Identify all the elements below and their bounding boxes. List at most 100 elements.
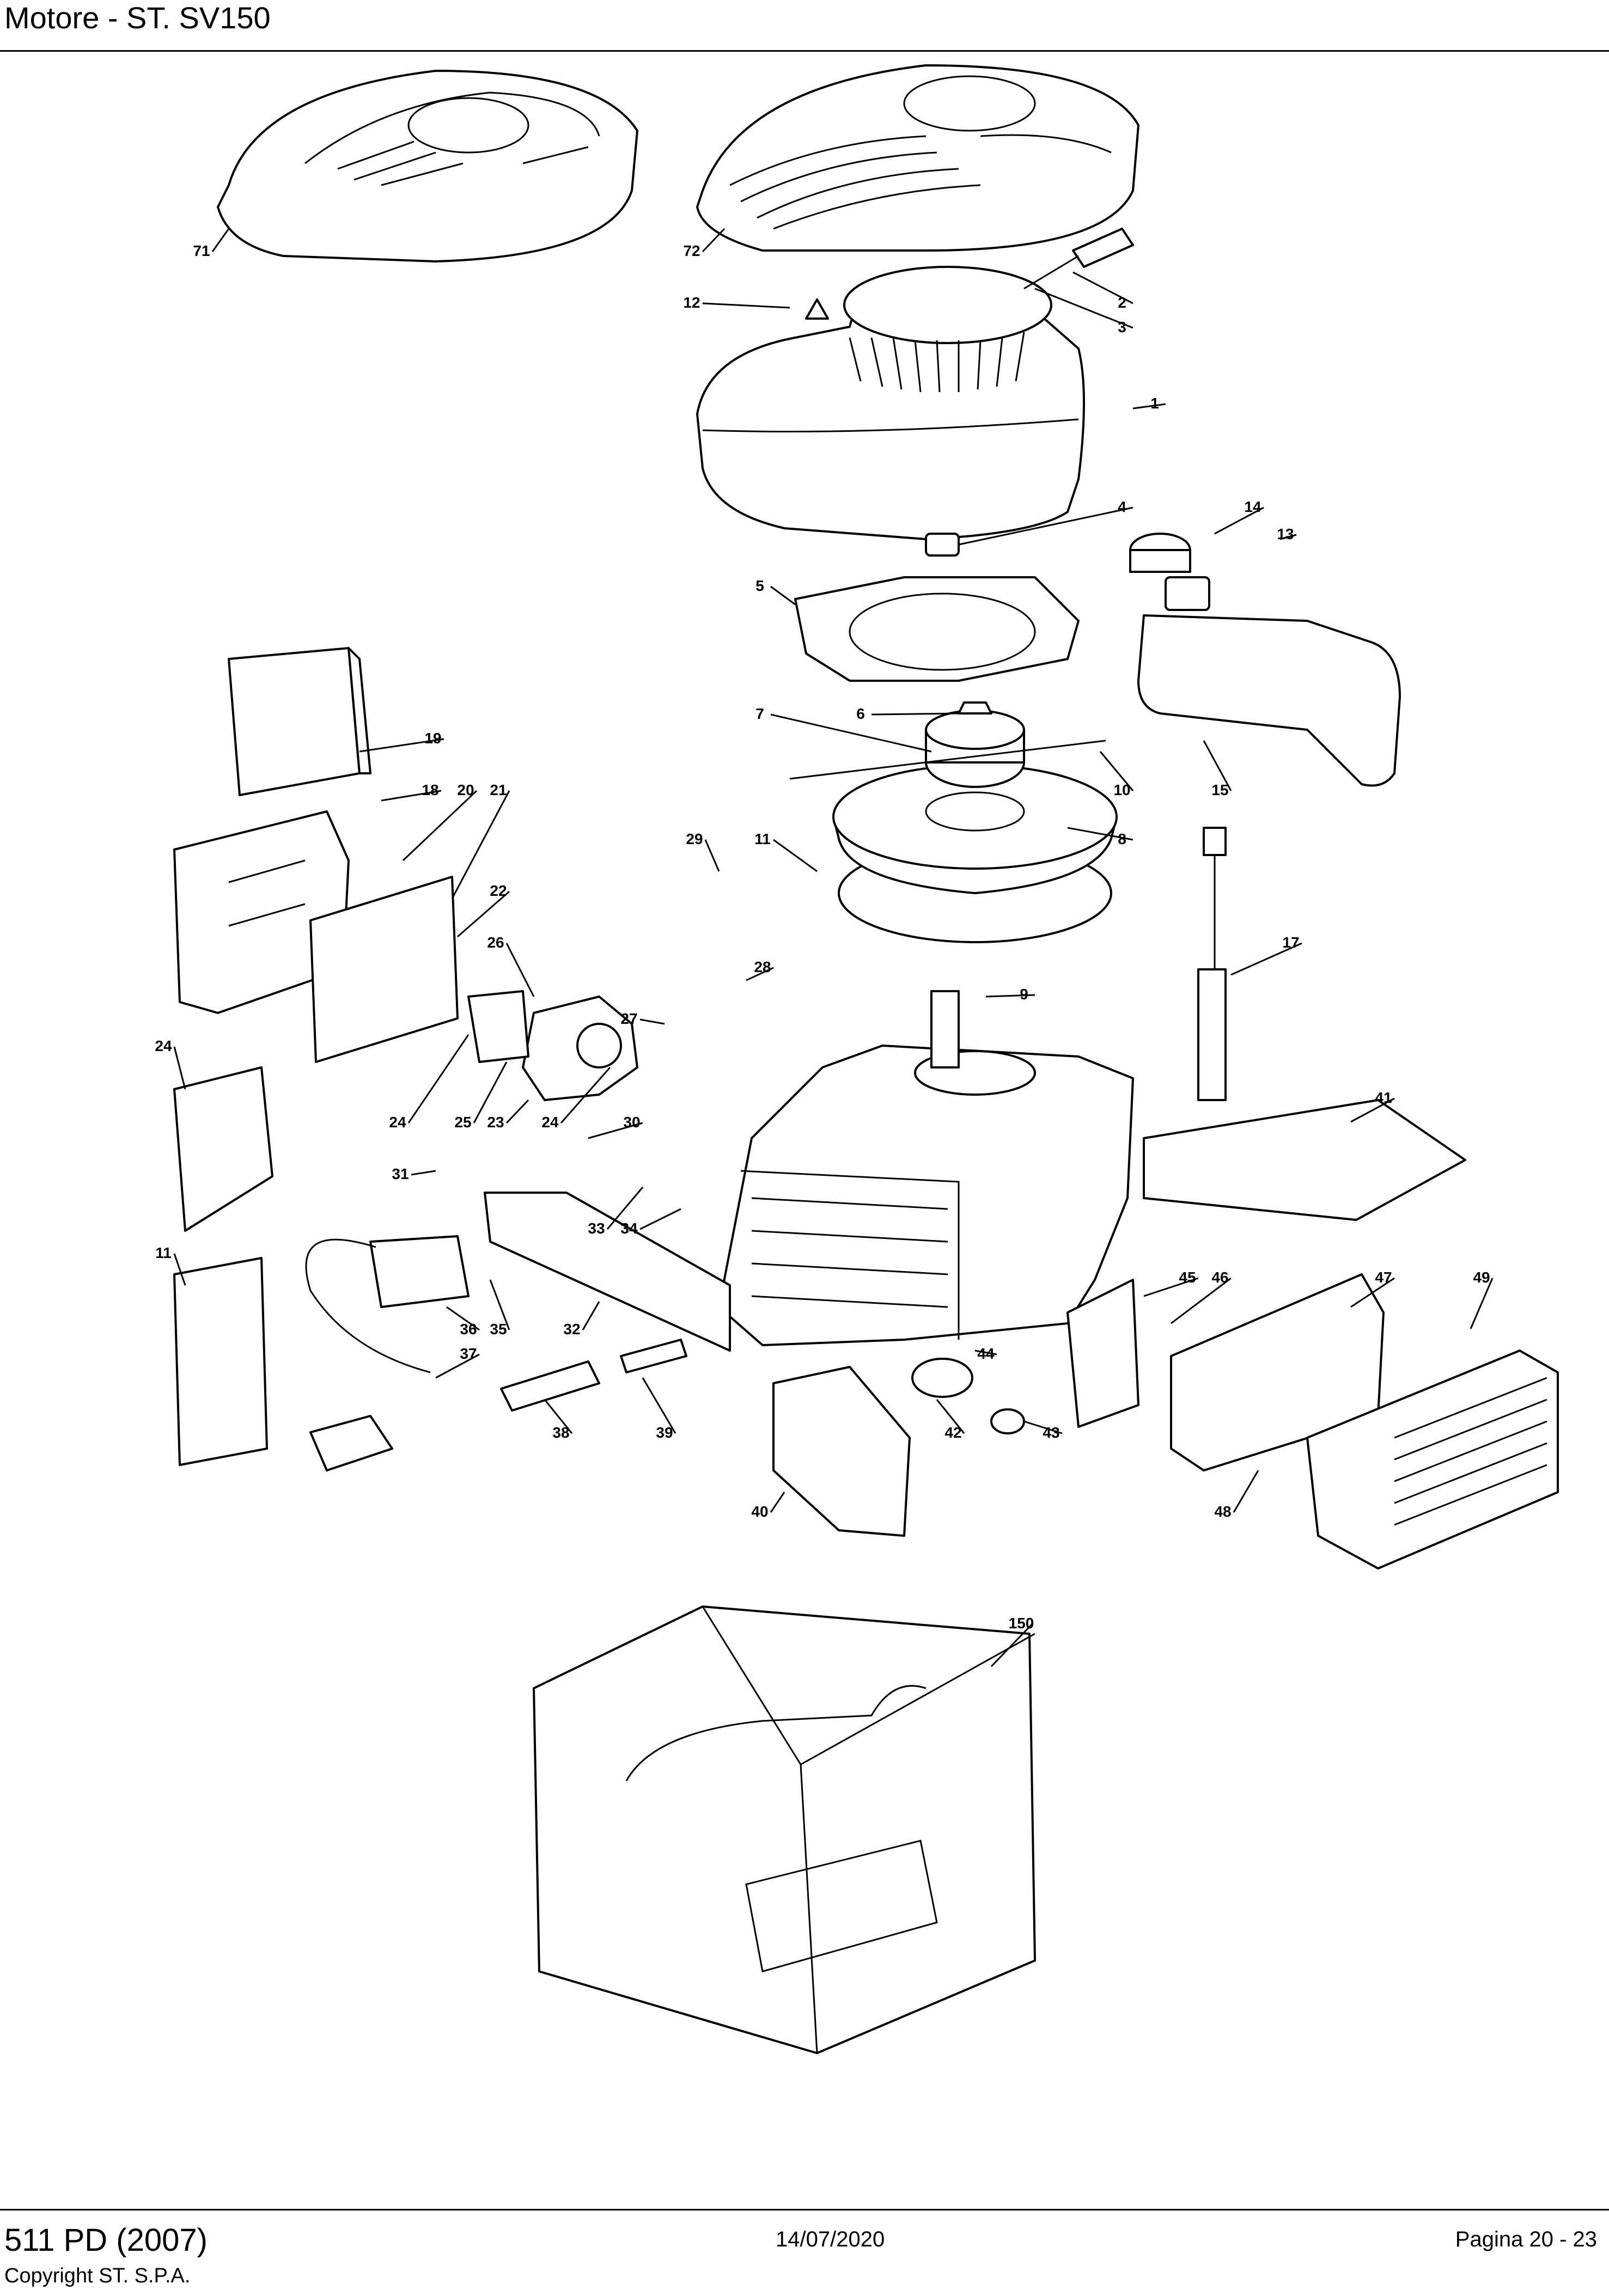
- callout-label: 30: [623, 1114, 640, 1131]
- callout-label: 21: [490, 781, 507, 798]
- callout-leader: [773, 839, 818, 872]
- footer-model: 511 PD (2007): [4, 2222, 208, 2258]
- callout-label: 34: [620, 1220, 638, 1237]
- callout-leader: [457, 890, 510, 938]
- callout-label: 38: [552, 1424, 569, 1441]
- callout-leader: [1230, 942, 1302, 976]
- callout-label: 7: [755, 705, 764, 722]
- part-blower-housing-1: [696, 228, 1134, 540]
- callout-label: 15: [1211, 781, 1228, 798]
- callout-label: 36: [460, 1321, 477, 1338]
- callout-leader: [582, 1301, 600, 1330]
- callout-label: 9: [1020, 986, 1028, 1003]
- footer-date: 14/07/2020: [776, 2227, 885, 2251]
- callout-leader: [746, 967, 774, 981]
- callout-leader: [1233, 1470, 1259, 1513]
- callout-leader: [702, 228, 726, 253]
- callout-leader: [958, 506, 1133, 546]
- callout-label: 49: [1473, 1269, 1490, 1286]
- callout-label: 3: [1118, 319, 1126, 335]
- callout-leader: [702, 302, 790, 309]
- callout-leader: [473, 1061, 508, 1123]
- part-head-gasket-40: [772, 1366, 911, 1537]
- callout-leader: [1072, 271, 1133, 304]
- part-drain-plug-43: [990, 1408, 1025, 1434]
- callout-leader: [489, 1279, 510, 1330]
- part-shroud-cover-72: [696, 64, 1139, 252]
- callout-label: 6: [856, 705, 865, 722]
- callout-leader: [770, 1492, 785, 1513]
- callout-leader: [1143, 1277, 1199, 1297]
- part-rod-10: [789, 740, 1106, 780]
- footer-copyright: Copyright ST. S.P.A.: [4, 2264, 191, 2287]
- callout-label: 24: [155, 1037, 172, 1054]
- callout-label: 4: [1118, 498, 1126, 515]
- part-bolt-39: [620, 1339, 687, 1373]
- callout-leader: [451, 790, 510, 899]
- callout-leader: [642, 1377, 676, 1434]
- callout-label: 35: [490, 1321, 507, 1338]
- callout-label: 32: [563, 1321, 580, 1338]
- callout-label: 19: [424, 730, 441, 747]
- part-gasket-41: [1143, 1099, 1466, 1221]
- callout-label: 17: [1282, 934, 1299, 951]
- callout-leader: [411, 1170, 436, 1176]
- callout-label: 28: [754, 958, 771, 975]
- part-ignition-coil-35: [305, 1235, 470, 1471]
- callout-leader: [544, 1399, 573, 1434]
- part-shroud-cover-71: [217, 70, 638, 262]
- callout-leader: [974, 1349, 997, 1355]
- callout-leader: [173, 1046, 186, 1090]
- callout-label: 11: [754, 831, 771, 847]
- callout-leader: [1023, 1420, 1063, 1434]
- callout-leader: [936, 1399, 965, 1434]
- callout-leader: [446, 1306, 480, 1331]
- callout-leader: [1279, 534, 1297, 540]
- part-gasket-bag-24: [173, 1066, 273, 1232]
- callout-label: 29: [686, 831, 703, 847]
- footer-divider: [0, 2209, 1609, 2210]
- part-gasket-5: [794, 576, 1080, 682]
- callout-label: 13: [1277, 526, 1294, 542]
- callout-label: 40: [751, 1503, 768, 1520]
- callout-leader: [639, 1018, 665, 1025]
- callout-label: 14: [1244, 498, 1261, 515]
- callout-leader: [1214, 506, 1264, 535]
- callout-leader: [359, 738, 444, 753]
- callout-leader: [1350, 1097, 1395, 1123]
- callout-leader: [505, 943, 535, 997]
- part-fuel-tank-13: [1129, 533, 1401, 787]
- part-plate-21: [309, 876, 459, 1063]
- page-title: Motore - ST. SV150: [4, 1, 271, 35]
- part-bracket-32: [484, 1192, 731, 1352]
- callout-label: 23: [487, 1114, 504, 1131]
- callout-leader: [606, 1187, 644, 1230]
- part-flywheel-8: [832, 701, 1118, 943]
- callout-leader: [1034, 288, 1133, 329]
- callout-leader: [402, 790, 478, 862]
- part-complete-engine-150: [533, 1605, 1036, 2054]
- callout-leader: [990, 1623, 1033, 1668]
- callout-label: 5: [755, 577, 764, 594]
- part-muffler-guard-49: [1306, 1349, 1559, 1570]
- callout-leader: [211, 228, 230, 252]
- part-carburetor-23: [522, 996, 638, 1101]
- callout-leader: [871, 712, 959, 716]
- callout-label: 27: [620, 1010, 637, 1027]
- callout-label: 48: [1214, 1503, 1231, 1520]
- callout-label: 31: [392, 1165, 409, 1182]
- callout-label: 150: [1009, 1615, 1034, 1632]
- part-gasket-24: [467, 990, 529, 1063]
- part-air-filter-19: [228, 647, 371, 796]
- callout-leader: [770, 585, 796, 606]
- callout-leader: [1099, 751, 1134, 791]
- part-cap-12: [805, 298, 829, 320]
- callout-label: 72: [683, 242, 700, 259]
- callout-label: 2: [1118, 294, 1126, 311]
- callout-label: 44: [977, 1345, 995, 1362]
- callout-leader: [1350, 1277, 1395, 1308]
- callout-leader: [505, 1099, 529, 1124]
- callout-leader: [1171, 1277, 1232, 1324]
- header-divider: [0, 50, 1609, 52]
